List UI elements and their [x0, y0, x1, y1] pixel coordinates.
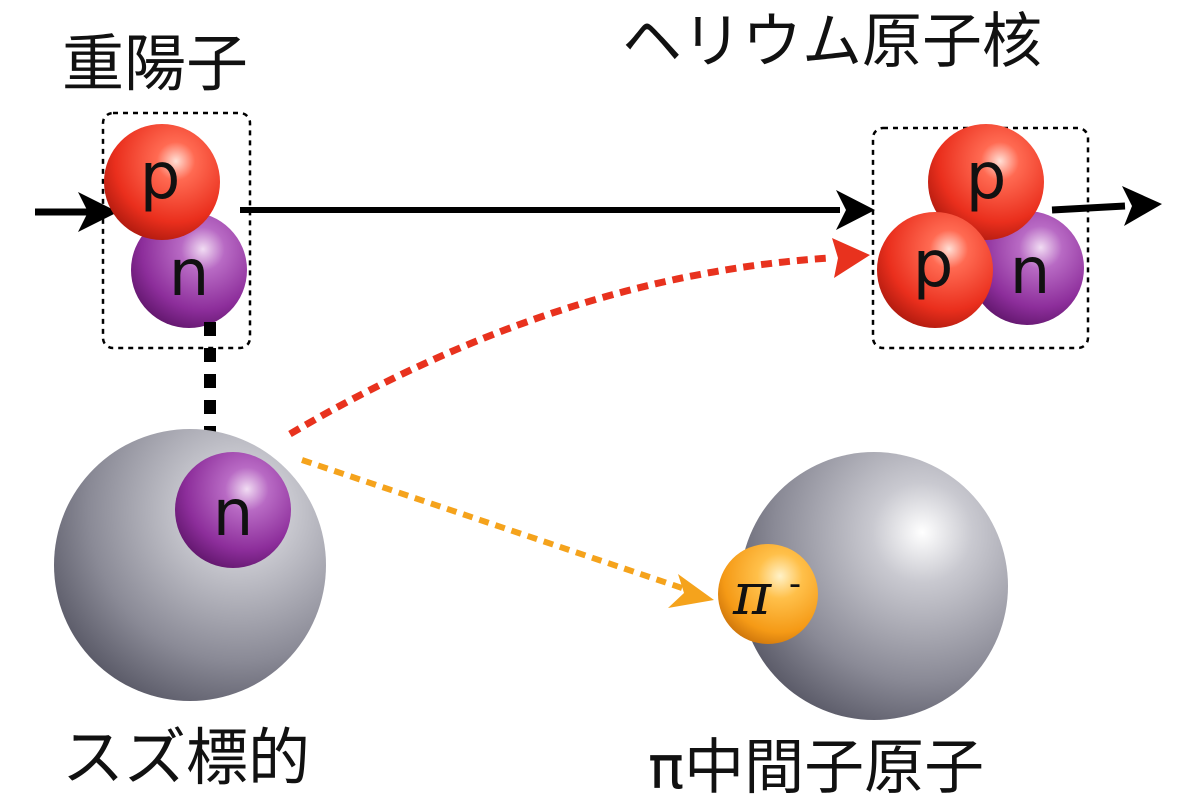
- captured-neutron: n: [175, 452, 291, 568]
- beam-path-arrow: [240, 190, 875, 230]
- proton-symbol: p: [140, 140, 181, 214]
- tin-target-nucleus: [54, 429, 326, 701]
- incoming-beam-arrow: [35, 192, 118, 232]
- orange-dotted-arrow: [301, 457, 714, 608]
- helium-nucleus-box: [871, 126, 1090, 350]
- neutron-symbol: n: [169, 237, 210, 311]
- neutron-symbol: n: [1010, 235, 1051, 309]
- pion: π -: [718, 544, 818, 644]
- pion-symbol: π: [732, 560, 772, 628]
- neutron-symbol: n: [213, 477, 254, 551]
- helium-neutron: n: [970, 211, 1084, 325]
- pionic-atom-label: π中間子原子: [648, 733, 984, 800]
- deuteron-box: [101, 111, 252, 350]
- proton-symbol: p: [913, 228, 954, 302]
- helium-nucleus-label: ヘリウム原子核: [622, 7, 1042, 77]
- tin-target-label: スズ標的: [62, 721, 310, 794]
- outgoing-helium-arrow: [1051, 186, 1162, 226]
- deuteron-label: 重陽子: [62, 27, 248, 100]
- proton-symbol: p: [966, 140, 1007, 214]
- helium-proton-top: p: [928, 124, 1044, 240]
- pion-charge: -: [789, 564, 801, 604]
- pionic-atom-nucleus: [740, 452, 1008, 720]
- deuteron-proton: p: [104, 124, 220, 240]
- deuteron-neutron: n: [131, 212, 247, 328]
- red-dotted-arrow: [288, 238, 870, 438]
- helium-proton-front: p: [877, 212, 993, 328]
